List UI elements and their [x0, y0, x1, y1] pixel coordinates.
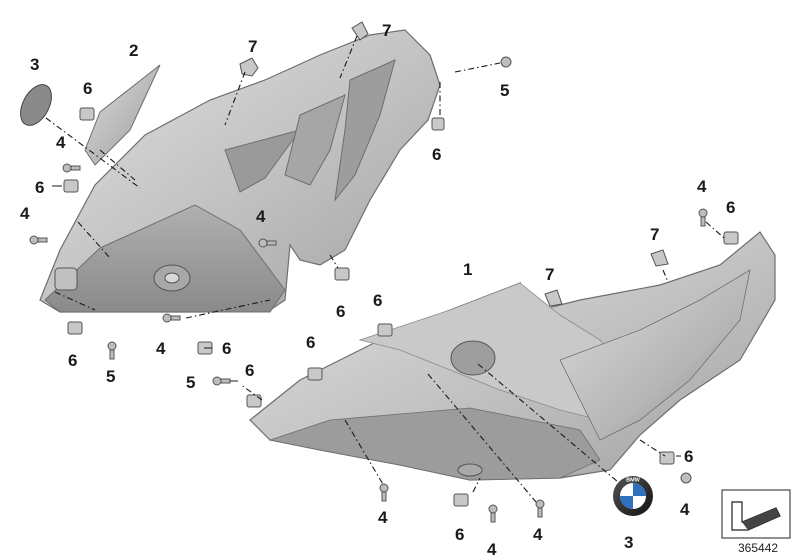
orientation-arrow-shade [742, 508, 780, 530]
clip [431, 117, 445, 131]
callout-3-lower: 3 [624, 533, 633, 552]
callout-6-d: 6 [336, 302, 345, 321]
callout-5-c: 5 [186, 373, 195, 392]
callout-6-a: 6 [83, 79, 92, 98]
callout-4-c: 4 [256, 207, 266, 226]
callout-6-e: 6 [222, 339, 231, 358]
screw [698, 208, 708, 227]
leader-lines [45, 35, 725, 503]
lower-side-panel [249, 231, 776, 481]
callout-6-g: 6 [726, 198, 735, 217]
callout-2: 2 [129, 41, 138, 60]
screw [488, 504, 498, 523]
vent-cutout-2 [284, 94, 346, 186]
callouts: 3 2 7 7 6 5 4 6 6 4 4 6 4 6 5 4 6 4 6 7 … [20, 21, 735, 559]
bracket-clip [650, 249, 669, 267]
clip [63, 179, 79, 193]
emblem-quadrant-3 [620, 496, 633, 509]
clip [659, 451, 675, 465]
callout-6-k: 6 [684, 447, 693, 466]
callout-6-b: 6 [432, 145, 441, 164]
callout-6-l: 6 [455, 525, 464, 544]
clip [79, 107, 95, 121]
callout-4-a: 4 [56, 133, 66, 152]
screw [379, 483, 389, 502]
callout-4-i: 4 [680, 500, 690, 519]
callout-4-b: 4 [20, 204, 30, 223]
side-cover-part-2 [84, 64, 161, 166]
screw [62, 163, 81, 173]
upper-side-panel [39, 29, 441, 313]
callout-7-d: 7 [545, 265, 554, 284]
screw [107, 341, 117, 360]
clip [307, 367, 323, 381]
lower-panel-upper-face [358, 282, 631, 421]
screw [29, 235, 48, 245]
hardware [29, 21, 739, 523]
screw [258, 238, 277, 248]
clip [723, 231, 739, 245]
lower-panel-tail [559, 269, 751, 441]
callout-7-c: 7 [650, 225, 659, 244]
clip [377, 323, 393, 337]
lower-mount-hole [457, 463, 483, 477]
diagram-number: 365442 [738, 541, 778, 555]
diagram-id-box: 365442 [721, 489, 791, 555]
bracket-clip [544, 289, 563, 307]
screw [680, 472, 692, 484]
emblem-disc-upper [20, 84, 52, 126]
lower-emblem-recess [450, 340, 496, 376]
clip [453, 493, 469, 507]
callout-1: 1 [463, 260, 472, 279]
bracket-clip [239, 57, 259, 77]
upper-panel-bracket [54, 267, 78, 291]
upper-mount-hole-inner [164, 272, 180, 284]
callout-4-h: 4 [487, 540, 497, 559]
vent-cutout-3 [334, 59, 396, 202]
emblem-lettering: BMW [626, 478, 641, 484]
screw [162, 313, 181, 323]
callout-6-i: 6 [306, 333, 315, 352]
callout-4-g: 4 [533, 525, 543, 544]
screw [500, 56, 512, 68]
callout-4-d: 4 [156, 339, 166, 358]
clip [334, 267, 350, 281]
callout-4-e: 4 [697, 177, 707, 196]
clip [246, 394, 262, 408]
callout-6-h: 6 [373, 291, 382, 310]
lower-panel-bottom-face [268, 407, 601, 481]
bmw-emblem: BMW [613, 476, 653, 516]
screw [212, 376, 231, 386]
clip [67, 321, 83, 335]
callout-4-f: 4 [378, 508, 388, 527]
lower-inner-panel [44, 204, 286, 313]
bracket-clip [351, 21, 369, 41]
screw [535, 499, 545, 518]
callout-7-a: 7 [248, 37, 257, 56]
callout-5-b: 5 [106, 367, 115, 386]
callout-6-f: 6 [68, 351, 77, 370]
callout-6-j: 6 [245, 361, 254, 380]
callout-5-a: 5 [500, 81, 509, 100]
emblem-quadrant-1 [633, 483, 646, 496]
emblem-disc-shape [20, 84, 52, 126]
callout-7-b: 7 [382, 21, 391, 40]
callout-3-upper: 3 [30, 55, 39, 74]
callout-6-c: 6 [35, 178, 44, 197]
vent-cutout-1 [224, 129, 302, 193]
